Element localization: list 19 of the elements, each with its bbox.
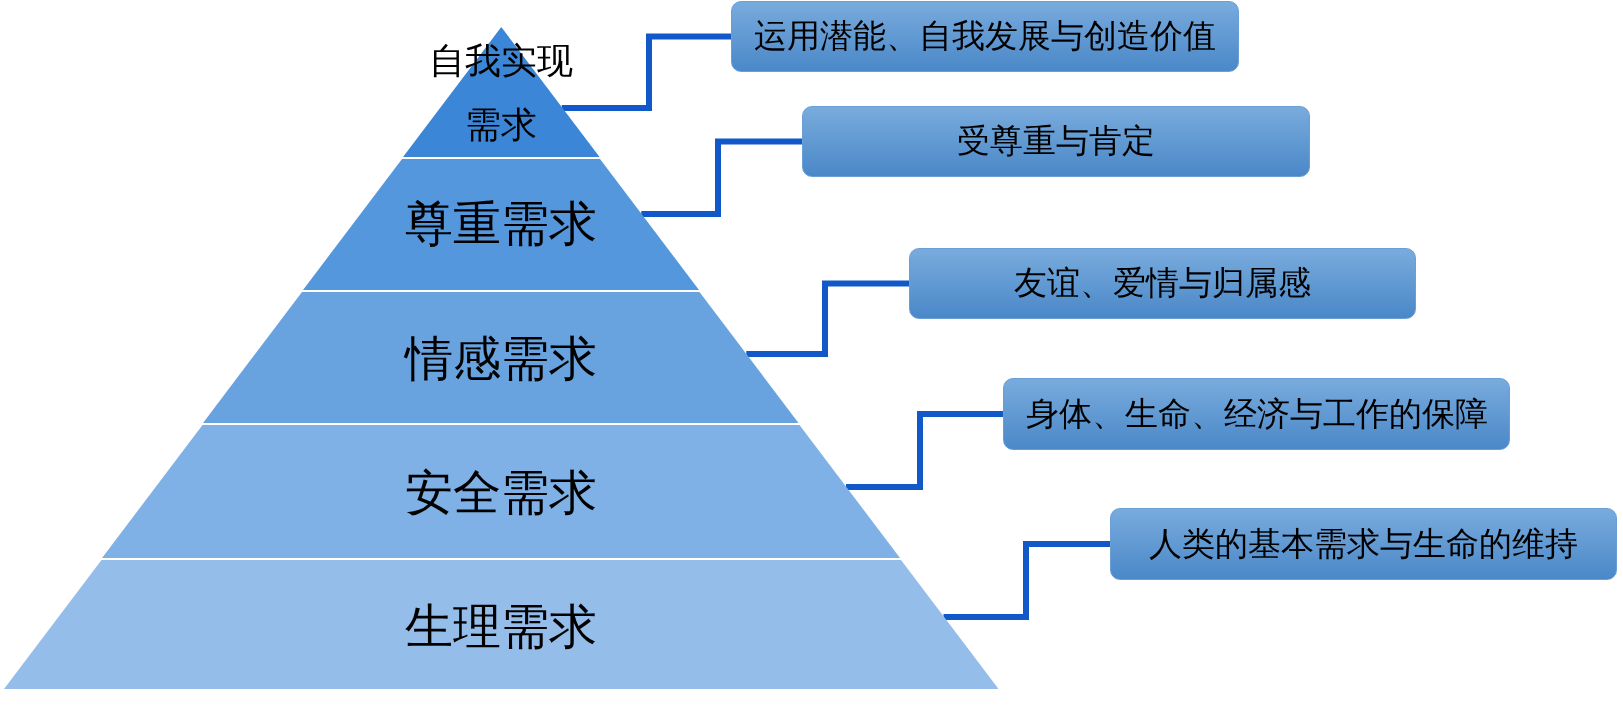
connector-line [561,33,731,111]
connector-line [641,138,802,217]
pyramid-band [3,560,999,689]
connector-line [943,541,1110,620]
level-label: 生理需求 [405,599,597,655]
level-label: 情感需求 [405,331,597,387]
level-label: 尊重需求 [405,196,597,252]
pyramid-band [102,425,900,558]
pyramid-band [303,159,699,290]
connector-line [846,411,1003,490]
description-box: 运用潜能、自我发展与创造价值 [731,1,1239,72]
level-label: 安全需求 [405,465,597,521]
description-box: 人类的基本需求与生命的维持 [1110,508,1617,580]
pyramid-band [203,292,799,423]
description-box: 受尊重与肯定 [802,106,1310,177]
description-box: 友谊、爱情与归属感 [909,248,1416,319]
pyramid-band [402,27,600,157]
description-box: 身体、生命、经济与工作的保障 [1003,378,1510,450]
connector-line [746,280,909,357]
